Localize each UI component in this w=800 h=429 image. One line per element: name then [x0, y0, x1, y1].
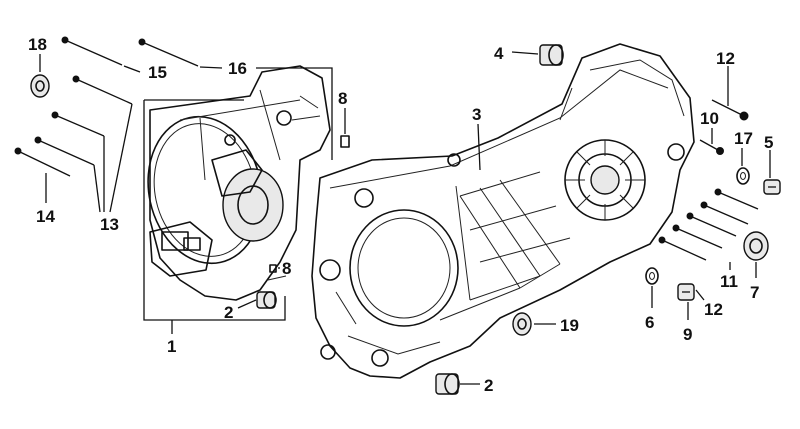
callout-18: 18 — [28, 35, 47, 54]
callout-5: 5 — [764, 133, 773, 152]
callout-4: 4 — [494, 44, 504, 63]
callout-8-upper: 8 — [338, 89, 347, 108]
bolt-16 — [138, 38, 199, 67]
oil-seal-7 — [743, 231, 769, 261]
left-crankcase-half — [143, 65, 333, 321]
callout-labels: 1 2 2 3 4 5 6 7 8 8 9 10 11 12 12 13 14 … — [28, 35, 773, 395]
callout-12-upper: 12 — [716, 49, 735, 68]
right-crankcase-half — [311, 43, 695, 379]
callout-17: 17 — [734, 129, 753, 148]
oil-seal-19 — [512, 312, 532, 336]
bolt-14 — [14, 147, 71, 177]
bearing-4 — [539, 44, 564, 66]
callout-13: 13 — [100, 215, 119, 234]
dowel-pin-8-lower — [269, 264, 277, 273]
bolt-15 — [61, 36, 123, 66]
callout-11: 11 — [720, 272, 738, 291]
bolt-10 — [699, 139, 724, 155]
callout-8-lower: 8 — [282, 259, 291, 278]
callout-19: 19 — [560, 316, 579, 335]
callout-3: 3 — [472, 105, 481, 124]
washer-6 — [645, 267, 659, 285]
bolts-11 — [658, 188, 759, 261]
bolt-13-lower — [34, 136, 95, 166]
plug-9 — [677, 283, 695, 301]
bearing-2-bottom — [435, 373, 460, 395]
bolt-13-upper — [72, 75, 133, 105]
callout-15: 15 — [148, 63, 167, 82]
leader-lines — [39, 51, 771, 385]
callout-9: 9 — [683, 325, 692, 344]
callout-7: 7 — [750, 283, 759, 302]
callout-14: 14 — [36, 207, 55, 226]
dowel-pin-8-upper — [340, 135, 350, 148]
callout-2-left: 2 — [224, 303, 233, 322]
bolt-13-middle — [51, 111, 105, 137]
bearing-2-left — [256, 291, 277, 309]
callout-6: 6 — [645, 313, 654, 332]
callout-16: 16 — [228, 59, 247, 78]
callout-10: 10 — [700, 109, 719, 128]
callout-1: 1 — [167, 337, 176, 356]
bolt-12-upper — [711, 99, 749, 121]
drain-plug-5 — [763, 179, 781, 195]
oil-seal-18 — [30, 74, 50, 98]
washer-17 — [736, 167, 750, 185]
callout-12-lower: 12 — [704, 300, 723, 319]
callout-2-bottom: 2 — [484, 376, 493, 395]
